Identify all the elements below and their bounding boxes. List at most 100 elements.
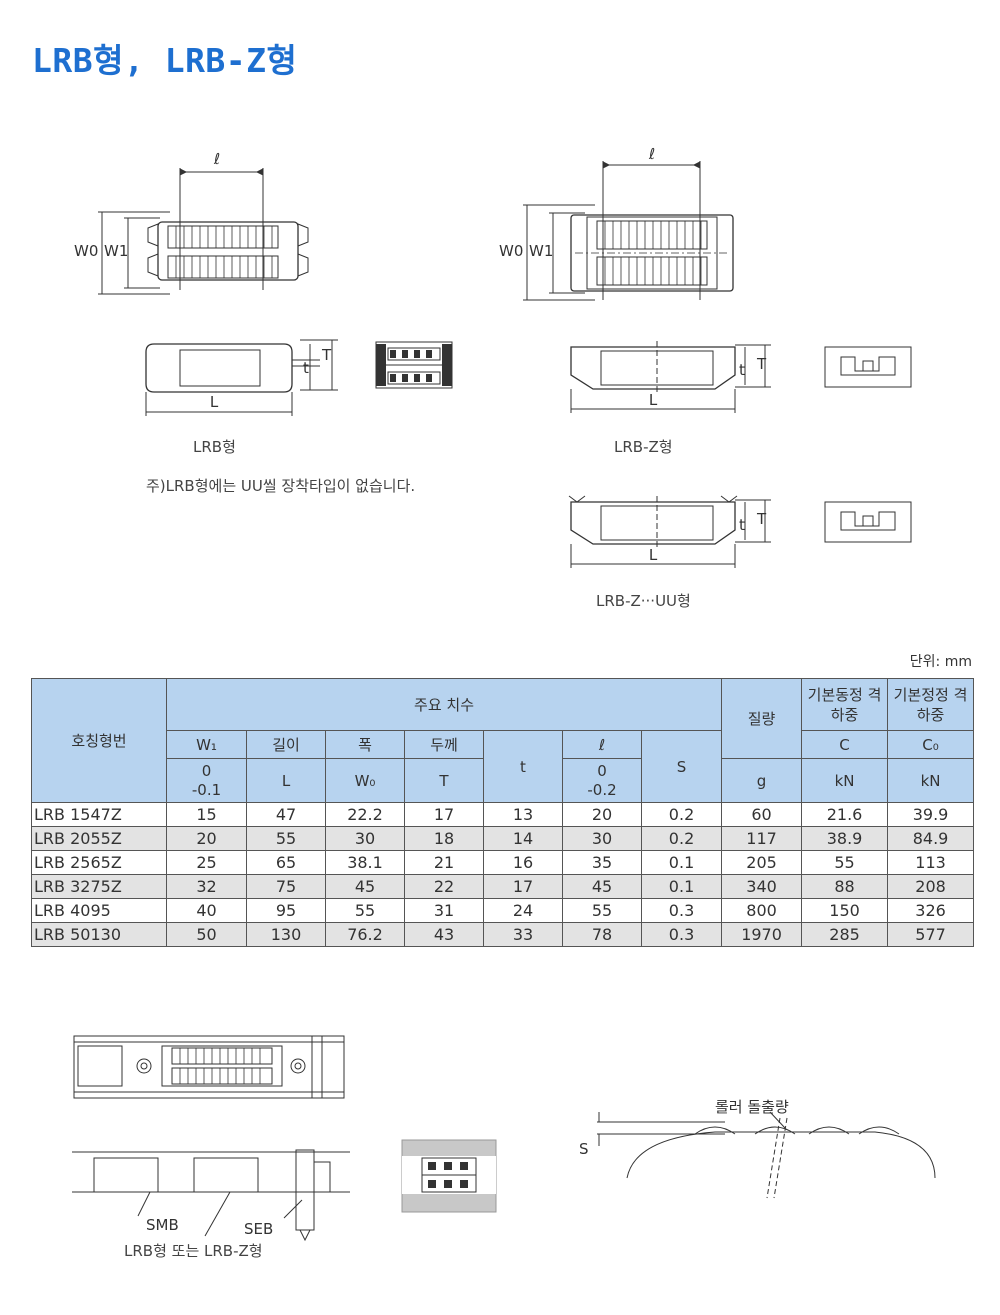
- header-c0-unit: kN: [887, 758, 975, 803]
- cell-T: 21: [404, 850, 484, 875]
- cell-L: 65: [246, 850, 326, 875]
- cell-c0: 326: [887, 898, 975, 923]
- dim-l-label: ℓ: [648, 145, 655, 163]
- cell-model: LRB 2565Z: [31, 850, 167, 875]
- cell-w0: 76.2: [325, 922, 405, 947]
- cell-w1: 32: [166, 874, 247, 899]
- cell-model: LRB 1547Z: [31, 802, 167, 827]
- lrbz-side-view-diagram: L t T: [570, 341, 912, 413]
- cell-w0: 38.1: [325, 850, 405, 875]
- dim-l-label: ℓ: [213, 150, 220, 168]
- header-s: S: [640, 730, 723, 803]
- dim-L-label: L: [649, 391, 658, 409]
- cell-l: 30: [562, 826, 642, 851]
- cell-L: 95: [246, 898, 326, 923]
- cell-T: 43: [404, 922, 484, 947]
- header-width: 폭: [325, 730, 405, 759]
- cell-w0: 30: [325, 826, 405, 851]
- header-l: ℓ: [562, 730, 642, 759]
- cell-l: 55: [562, 898, 642, 923]
- lrb-top-view-diagram: ℓ W0 W1: [74, 150, 309, 295]
- cell-mass: 205: [721, 850, 803, 875]
- cell-l: 35: [562, 850, 642, 875]
- table-row: LRB 3275Z 32 75 45 22 17 45 0.1 340 88 2…: [31, 874, 975, 899]
- cell-model: LRB 3275Z: [31, 874, 167, 899]
- cell-c: 150: [801, 898, 889, 923]
- cell-t: 13: [483, 802, 563, 827]
- dim-L-label: L: [210, 393, 219, 411]
- spec-table: 호칭형번 주요 치수 질량 기본동정 격하중 기본정정 격하중 W₁ 길이 폭 …: [31, 678, 975, 947]
- header-length-sym: L: [246, 758, 326, 803]
- cell-c: 88: [801, 874, 889, 899]
- cell-mass: 60: [721, 802, 803, 827]
- cell-t: 24: [483, 898, 563, 923]
- cell-l: 78: [562, 922, 642, 947]
- caption-lrbz: LRB-Z형: [614, 438, 673, 456]
- cell-t: 17: [483, 874, 563, 899]
- cell-c0: 84.9: [887, 826, 975, 851]
- header-mass-unit: g: [721, 758, 803, 803]
- cell-c0: 577: [887, 922, 975, 947]
- cell-s: 0.1: [640, 850, 723, 875]
- cell-L: 47: [246, 802, 326, 827]
- dim-L-label: L: [649, 546, 658, 564]
- header-main-dims: 주요 치수: [165, 678, 723, 731]
- roller-protrusion-diagram: 롤러 돌출량 S: [579, 1098, 936, 1199]
- header-thickness-sym: T: [404, 758, 484, 803]
- table-row: LRB 4095 40 95 55 31 24 55 0.3 800 150 3…: [31, 898, 975, 923]
- cell-w0: 22.2: [325, 802, 405, 827]
- cell-s: 0.1: [640, 874, 723, 899]
- cell-c: 55: [801, 850, 889, 875]
- cell-l: 20: [562, 802, 642, 827]
- dim-t-label: t: [739, 361, 745, 379]
- cell-w1: 25: [166, 850, 247, 875]
- dim-t-label: t: [303, 359, 309, 377]
- header-w1-tol: 0-0.1: [166, 758, 247, 803]
- cell-L: 55: [246, 826, 326, 851]
- cell-model: LRB 50130: [31, 922, 167, 947]
- label-smb: SMB: [146, 1216, 179, 1234]
- dim-T-label: T: [321, 346, 332, 364]
- cell-model: LRB 4095: [31, 898, 167, 923]
- cell-model: LRB 2055Z: [31, 826, 167, 851]
- cell-L: 130: [246, 922, 326, 947]
- cell-L: 75: [246, 874, 326, 899]
- table-row: LRB 2055Z 20 55 30 18 14 30 0.2 117 38.9…: [31, 826, 975, 851]
- label-roller: 롤러 돌출량: [715, 1098, 789, 1116]
- header-w1: W₁: [166, 730, 247, 759]
- dim-w1-label: W1: [529, 242, 553, 260]
- header-l-tol: 0-0.2: [562, 758, 642, 803]
- header-mass: 질량: [721, 678, 803, 759]
- cell-t: 14: [483, 826, 563, 851]
- cell-mass: 1970: [721, 922, 803, 947]
- cell-c0: 113: [887, 850, 975, 875]
- cell-mass: 117: [721, 826, 803, 851]
- cell-T: 18: [404, 826, 484, 851]
- table-row: LRB 50130 50 130 76.2 43 33 78 0.3 1970 …: [31, 922, 975, 947]
- cell-s: 0.2: [640, 826, 723, 851]
- caption-mount: LRB형 또는 LRB-Z형: [124, 1242, 263, 1260]
- dim-t-label: t: [739, 516, 745, 534]
- page-title: LRB형, LRB-Z형: [32, 41, 298, 80]
- cell-w1: 50: [166, 922, 247, 947]
- header-length: 길이: [246, 730, 326, 759]
- cell-c: 38.9: [801, 826, 889, 851]
- cell-w0: 45: [325, 874, 405, 899]
- header-thickness: 두께: [404, 730, 484, 759]
- lrb-side-view-diagram: L t T: [145, 339, 453, 416]
- note-text: 주)LRB형에는 UU씰 장착타입이 없습니다.: [146, 477, 416, 495]
- cell-c0: 39.9: [887, 802, 975, 827]
- cell-t: 33: [483, 922, 563, 947]
- header-c-unit: kN: [801, 758, 889, 803]
- cell-s: 0.3: [640, 922, 723, 947]
- header-c0: C₀: [887, 730, 975, 759]
- mounting-cross-section-diagram: [401, 1139, 497, 1213]
- dim-S-label: S: [579, 1140, 589, 1158]
- cell-mass: 340: [721, 874, 803, 899]
- dim-w0-label: W0: [499, 242, 523, 260]
- cell-w0: 55: [325, 898, 405, 923]
- cell-T: 22: [404, 874, 484, 899]
- mounting-side-view-diagram: SMB SEB: [72, 1149, 350, 1242]
- dim-T-label: T: [756, 510, 767, 528]
- lrbz-top-view-diagram: ℓ W0 W1: [499, 145, 734, 301]
